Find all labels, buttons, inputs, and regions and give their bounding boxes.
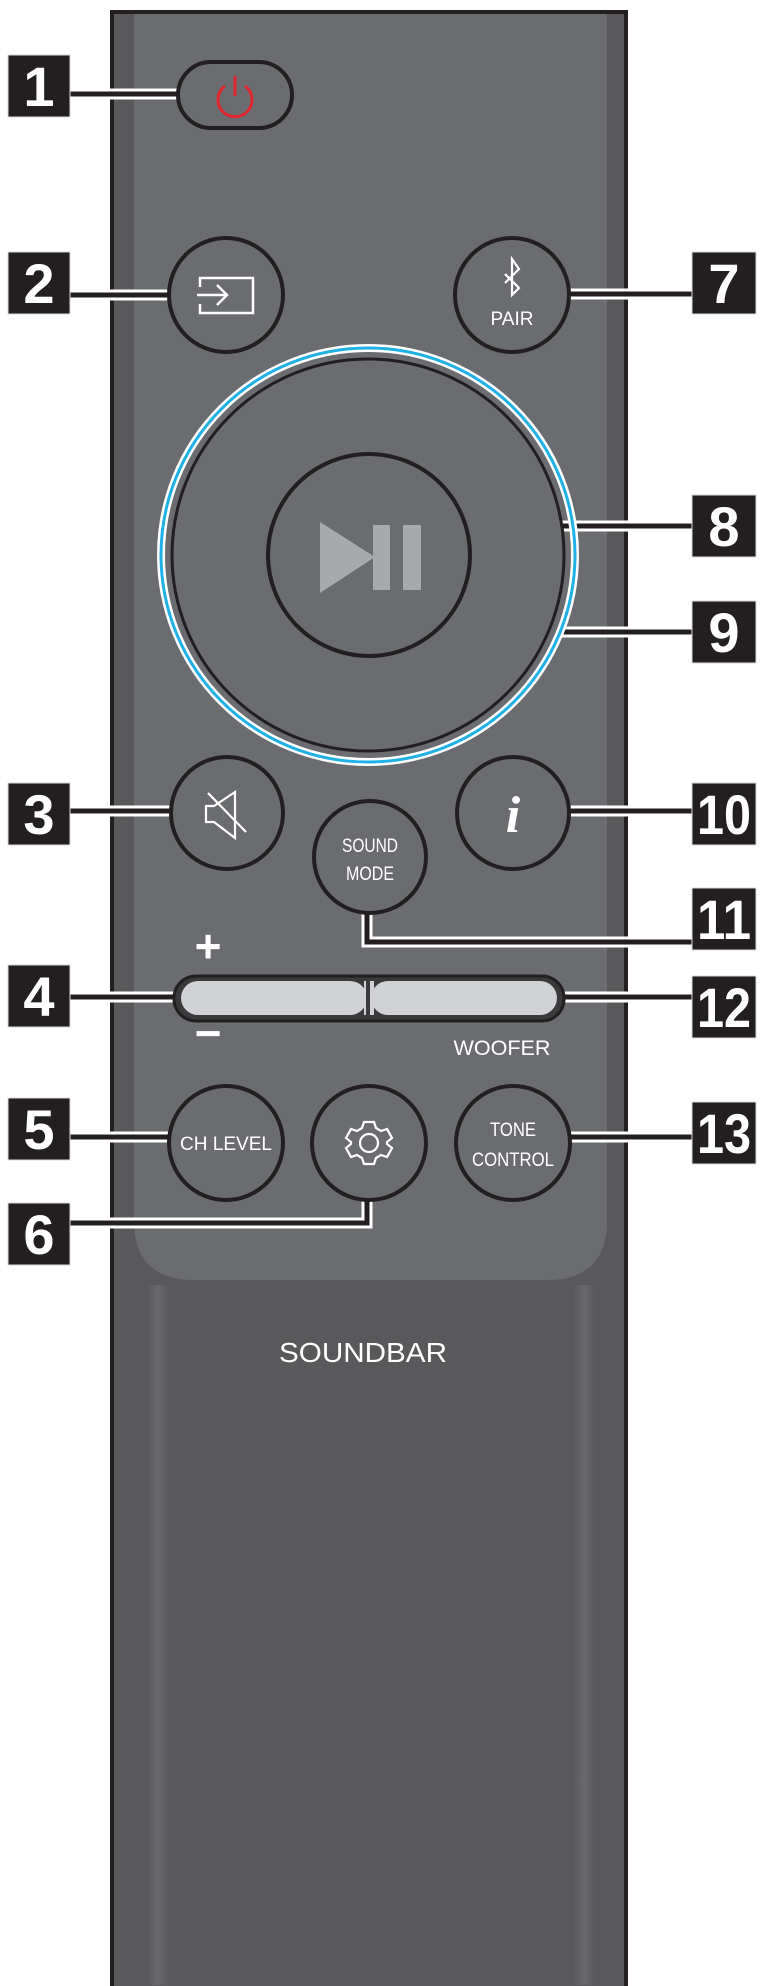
input-source-icon [197, 276, 255, 315]
callout-number: 6 [23, 1203, 54, 1266]
volume-minus-mark: − [195, 1007, 222, 1059]
callout-4: 4 [7, 964, 71, 1028]
leader-lines [70, 88, 692, 1229]
callout-number: 7 [708, 252, 739, 315]
callout-number: 12 [697, 976, 751, 1039]
tone-control-label-line1: TONE [490, 1120, 536, 1141]
info-icon: i [506, 787, 521, 844]
callout-8: 8 [691, 494, 757, 558]
info-button[interactable]: i [455, 755, 571, 871]
bluetooth-pair-button[interactable]: PAIR [453, 236, 571, 354]
callout-number: 3 [23, 783, 54, 846]
callout-11: 11 [691, 887, 757, 951]
volume-rocker[interactable] [181, 981, 367, 1015]
volume-woofer-rocker[interactable] [172, 974, 566, 1023]
callout-5: 5 [7, 1097, 71, 1161]
callout-number: 2 [23, 252, 54, 315]
callout-number: 4 [23, 965, 54, 1028]
callout-7: 7 [691, 251, 757, 315]
callout-3: 3 [7, 782, 71, 846]
callout-10: 10 [691, 782, 757, 846]
callout-13: 13 [691, 1101, 757, 1165]
callout-number: 1 [23, 55, 54, 118]
callout-number: 5 [23, 1098, 54, 1161]
ch-level-label: CH LEVEL [180, 1134, 272, 1155]
power-icon [216, 76, 254, 119]
pair-label: PAIR [491, 309, 534, 330]
callout-number: 11 [697, 888, 751, 951]
ch-level-button[interactable]: CH LEVEL [167, 1084, 285, 1202]
callout-2: 2 [7, 251, 71, 315]
sound-mode-label-line1: SOUND [342, 836, 398, 857]
settings-button[interactable] [310, 1084, 428, 1202]
play-pause-button[interactable] [266, 452, 472, 658]
woofer-label: WOOFER [454, 1037, 551, 1060]
sound-mode-button[interactable]: SOUND MODE [312, 799, 428, 915]
tone-control-button[interactable]: TONE CONTROL [454, 1084, 572, 1202]
callout-number: 8 [708, 495, 739, 558]
callout-number: 9 [708, 601, 739, 664]
callout-1: 1 [7, 54, 71, 118]
callout-6: 6 [7, 1202, 71, 1266]
source-button[interactable] [167, 236, 285, 354]
callout-12: 12 [691, 975, 757, 1039]
callout-9: 9 [691, 600, 757, 664]
woofer-rocker[interactable] [371, 981, 557, 1015]
sound-mode-label-line2: MODE [346, 864, 394, 885]
play-pause-icon [320, 522, 421, 593]
soundbar-brand-text: SOUNDBAR [279, 1337, 447, 1368]
callout-number: 10 [697, 783, 751, 846]
tone-control-label-line2: CONTROL [472, 1150, 554, 1171]
power-button[interactable] [176, 60, 294, 130]
mute-button[interactable] [169, 755, 285, 871]
callout-number: 13 [697, 1102, 751, 1165]
gear-icon [344, 1120, 394, 1166]
mute-icon [204, 789, 247, 841]
volume-plus-mark: + [195, 920, 222, 972]
bluetooth-icon [504, 255, 521, 298]
